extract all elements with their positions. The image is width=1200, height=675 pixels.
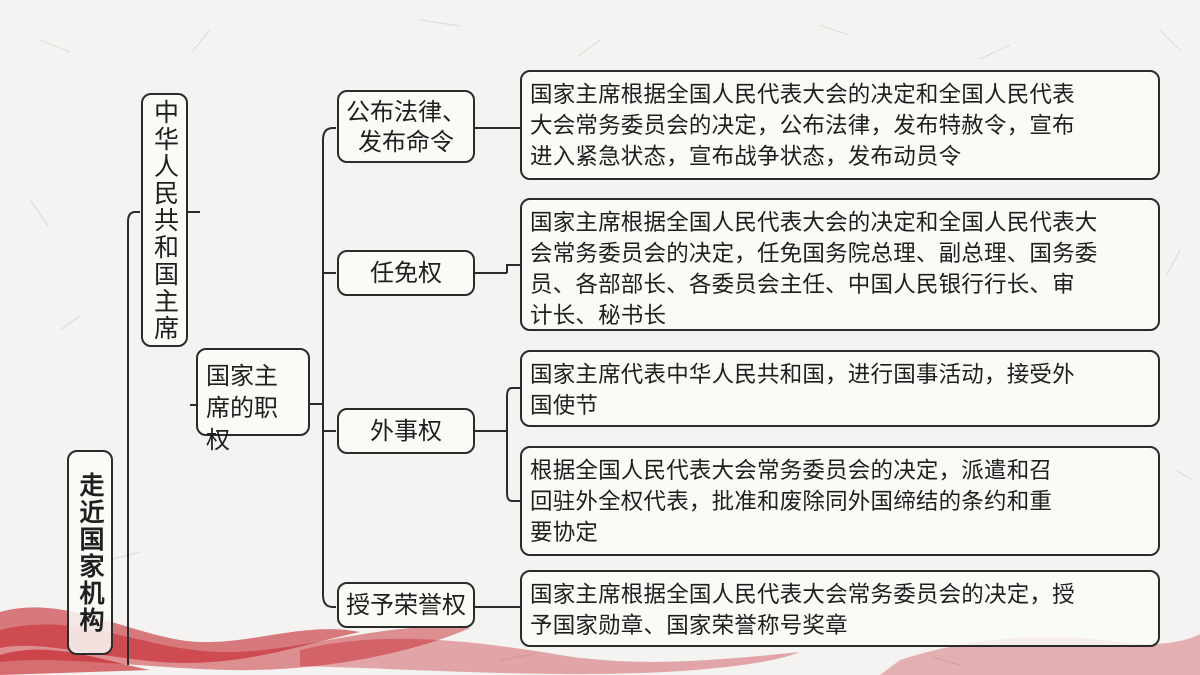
state-president-node: 中华人民共和国主席 [141, 93, 188, 347]
detail-line: 计长、秘书长 [530, 303, 667, 329]
category-foreign-affairs-power: 外事权 [337, 408, 475, 454]
detail-line: 根据全国人民代表大会常务委员会的决定，派遣和召 [530, 458, 1053, 484]
detail-line: 要协定 [530, 520, 599, 546]
connector-foreign-branch [506, 387, 520, 502]
connector-root-to-role [127, 211, 140, 665]
detail-line: 进入紧急状态，宣布战争状态，发布动员令 [530, 144, 962, 170]
detail-line: 国家主席根据全国人民代表大会的决定和全国人民代表大 [530, 210, 1098, 236]
category-appointment-power: 任免权 [337, 250, 475, 296]
detail-line: 予国家勋章、国家荣誉称号奖章 [530, 613, 848, 639]
connector-appoint-branch [506, 264, 520, 273]
category-honor-granting-power: 授予荣誉权 [337, 582, 475, 628]
detail-appointment: 国家主席根据全国人民代表大会的决定和全国人民代表大 会常务委员会的决定，任免国务… [520, 198, 1160, 331]
detail-promulgate-laws: 国家主席根据全国人民代表大会的决定和全国人民代表 大会常务委员会的决定，公布法律… [520, 70, 1160, 180]
detail-state-activities: 国家主席代表中华人民共和国，进行国事活动，接受外 国使节 [520, 350, 1160, 427]
detail-line: 大会常务委员会的决定，公布法律，发布特赦令，宣布 [530, 113, 1075, 139]
detail-envoys-treaties: 根据全国人民代表大会常务委员会的决定，派遣和召 回驻外全权代表，批准和废除同外国… [520, 446, 1160, 556]
category-promulgate-laws: 公布法律、发布命令 [337, 90, 475, 163]
detail-line: 国家主席根据全国人民代表大会常务委员会的决定，授 [530, 582, 1075, 608]
detail-line: 国家主席根据全国人民代表大会的决定和全国人民代表 [530, 82, 1075, 108]
president-powers-node: 国家主席的职权 [196, 348, 310, 454]
detail-line: 员、各部部长、各委员会主任、中国人民银行行长、审 [530, 272, 1075, 298]
root-topic-node: 走近国家机构 [67, 450, 113, 655]
detail-line: 国使节 [530, 393, 599, 419]
detail-honors: 国家主席根据全国人民代表大会常务委员会的决定，授 予国家勋章、国家荣誉称号奖章 [520, 570, 1160, 647]
connector-trunk [322, 127, 336, 608]
detail-line: 会常务委员会的决定，任免国务院总理、副总理、国务委 [530, 241, 1098, 267]
detail-line: 回驻外全权代表，批准和废除同外国缔结的条约和重 [530, 489, 1053, 515]
detail-line: 国家主席代表中华人民共和国，进行国事活动，接受外 [530, 362, 1075, 388]
